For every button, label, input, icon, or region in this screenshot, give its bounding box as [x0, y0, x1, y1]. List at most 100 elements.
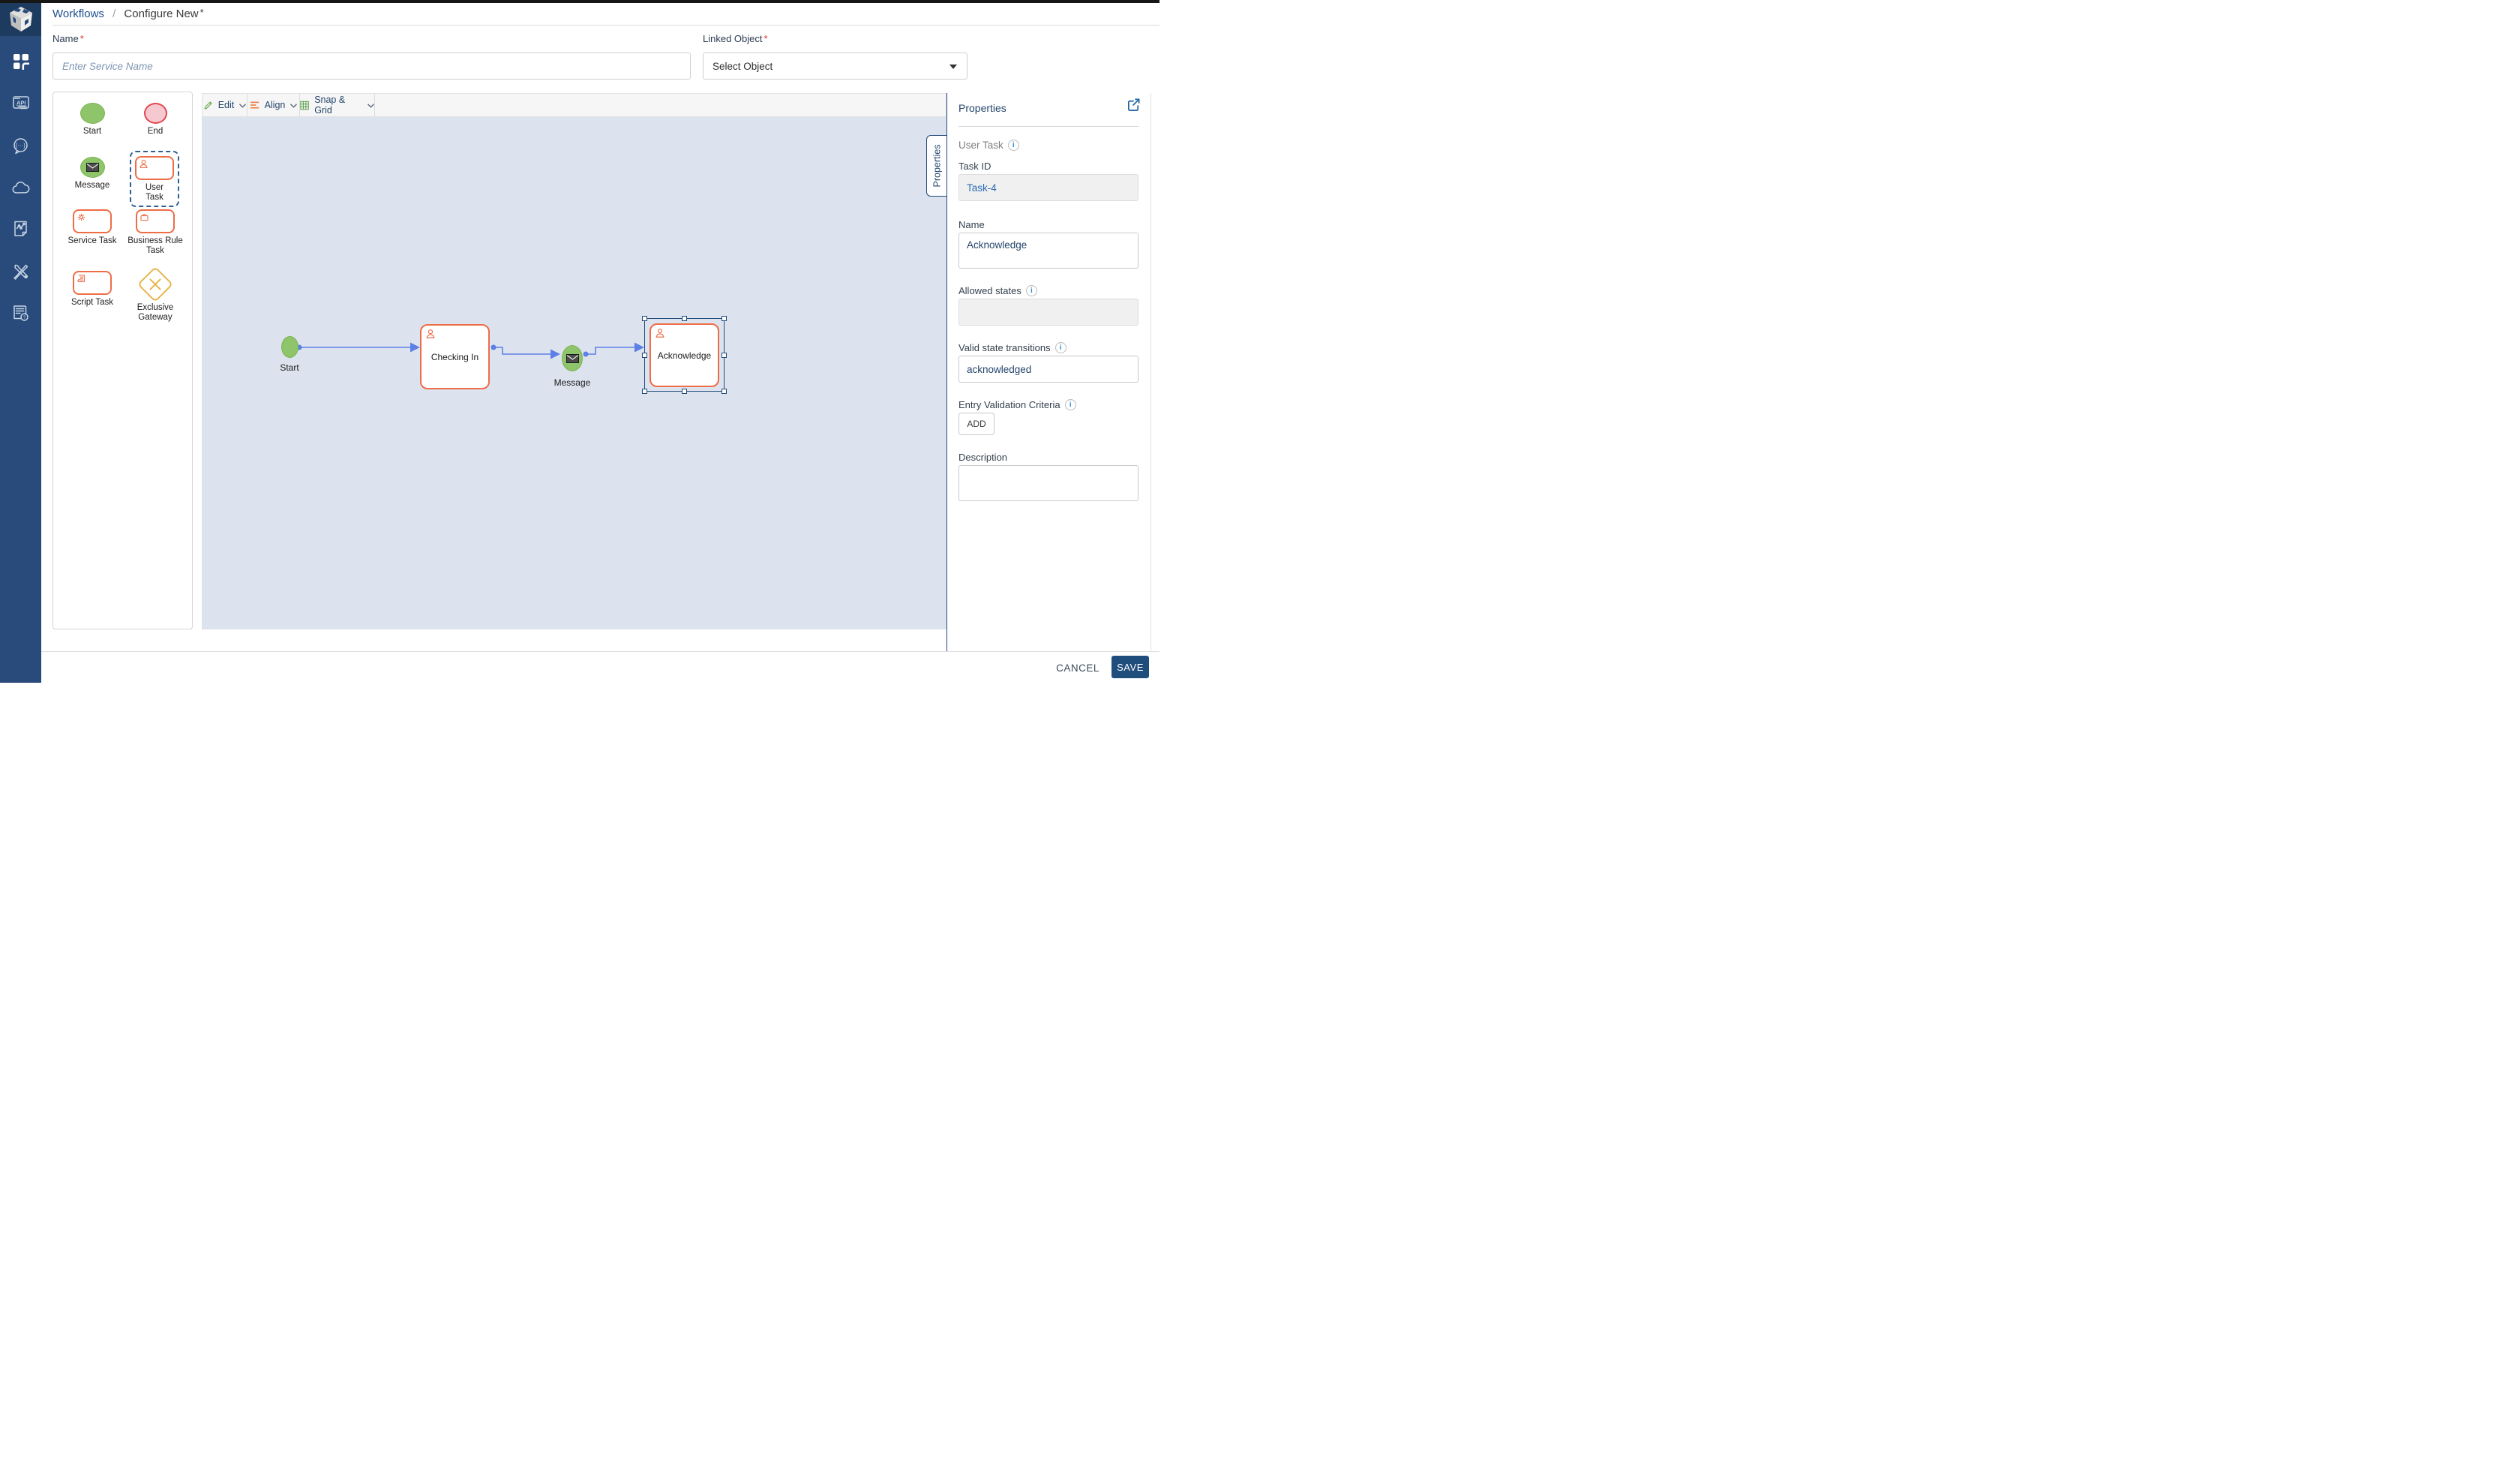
briefcase-icon	[140, 214, 148, 221]
cloud-icon	[12, 182, 29, 194]
header-divider	[52, 25, 1160, 26]
selection-handle[interactable]	[722, 316, 727, 321]
info-icon[interactable]: i	[1025, 285, 1037, 296]
selection-handle[interactable]	[722, 352, 727, 358]
snap-grid-menu-button[interactable]: Snap & Grid	[300, 94, 375, 116]
description-label: Description	[958, 452, 1008, 463]
api-icon: API	[12, 96, 29, 110]
node-checking-in[interactable]: Checking In	[420, 324, 490, 389]
chevron-down-icon	[290, 100, 298, 110]
open-in-new-window-icon[interactable]	[1126, 98, 1142, 113]
chevron-down-icon	[950, 65, 957, 69]
palette-item-business-rule-task[interactable]: Business Rule Task	[124, 209, 187, 256]
unsaved-changes-marker: *	[200, 7, 204, 18]
palette-item-label: Message	[74, 181, 110, 190]
palette-item-script-task[interactable]: Script Task	[61, 271, 124, 308]
task-name-input[interactable]	[958, 233, 1138, 269]
valid-transitions-input[interactable]	[958, 356, 1138, 383]
info-icon[interactable]: i	[1007, 140, 1019, 151]
allowed-states-label: Allowed states	[958, 285, 1022, 296]
node-start[interactable]	[281, 336, 298, 358]
node-label: Message	[554, 377, 591, 388]
person-icon	[140, 160, 148, 168]
palette-item-label: Service Task	[68, 236, 117, 245]
message-shape	[80, 157, 105, 178]
info-icon[interactable]: i	[1054, 342, 1066, 353]
sidebar-item-tools[interactable]	[0, 258, 41, 285]
palette-item-service-task[interactable]: Service Task	[61, 209, 124, 246]
task-id-label: Task ID	[958, 161, 992, 172]
person-icon	[656, 329, 664, 338]
chevron-down-icon	[239, 100, 247, 110]
selection-handle[interactable]	[642, 352, 647, 358]
node-acknowledge[interactable]: Acknowledge	[650, 323, 719, 387]
properties-panel-title: Properties	[958, 102, 1006, 114]
selection-handle[interactable]	[682, 316, 687, 321]
edit-menu-label: Edit	[218, 100, 235, 110]
envelope-icon	[86, 163, 99, 172]
valid-transitions-label: Valid state transitions	[958, 342, 1051, 353]
node-message[interactable]	[562, 345, 583, 371]
valid-transitions-row: Valid state transitions i	[958, 342, 1066, 353]
user-task-shape	[135, 156, 174, 180]
save-button[interactable]: SAVE	[1112, 656, 1149, 678]
properties-tab-label: Properties	[932, 144, 943, 188]
selection-handle[interactable]	[722, 389, 727, 394]
node-label: Acknowledge	[657, 350, 712, 361]
palette-item-label: Exclusive Gateway	[136, 303, 174, 322]
align-menu-label: Align	[264, 100, 286, 110]
selection-handle[interactable]	[642, 389, 647, 394]
palette-item-label: Start	[82, 127, 102, 136]
service-task-shape	[73, 209, 112, 233]
required-asterisk: *	[764, 33, 768, 44]
breadcrumb-current-page: Configure New	[124, 8, 199, 20]
breadcrumb-workflows-link[interactable]: Workflows	[52, 8, 104, 20]
palette-item-end[interactable]: End	[124, 103, 187, 137]
app-sidebar: API {···}	[0, 3, 41, 683]
align-menu-button[interactable]: Align	[248, 94, 300, 116]
sidebar-item-dashboard[interactable]	[0, 48, 41, 75]
selection-handle[interactable]	[642, 316, 647, 321]
panel-divider	[958, 126, 1138, 127]
sidebar-item-chat-code[interactable]: {···}	[0, 132, 41, 159]
svg-text:?: ?	[23, 315, 26, 320]
palette-item-exclusive-gateway[interactable]: Exclusive Gateway	[124, 266, 187, 323]
start-shape	[80, 103, 105, 124]
description-input[interactable]	[958, 465, 1138, 501]
sidebar-item-cloud[interactable]	[0, 174, 41, 201]
linked-object-select[interactable]: Select Object	[703, 53, 968, 80]
svg-text:API: API	[16, 100, 26, 107]
script-icon	[77, 275, 85, 282]
info-icon[interactable]: i	[1064, 399, 1076, 410]
gear-icon	[77, 213, 86, 221]
breadcrumb-bar: Workflows / Configure New*	[41, 3, 1160, 26]
properties-panel-tab[interactable]: Properties	[926, 135, 946, 197]
task-name-label: Name	[958, 219, 985, 230]
edit-menu-button[interactable]: Edit	[202, 94, 248, 116]
palette-item-user-task-selected[interactable]: User Task	[130, 151, 179, 207]
selection-handle[interactable]	[682, 389, 687, 394]
allowed-states-input	[958, 299, 1138, 326]
entry-validation-label: Entry Validation Criteria	[958, 399, 1060, 410]
name-field-label: Name*	[52, 33, 84, 44]
app-logo[interactable]	[0, 3, 41, 36]
dashboard-grid-icon	[13, 54, 29, 70]
add-validation-button[interactable]: ADD	[958, 413, 994, 435]
properties-panel: Properties User Task i Task ID Name Allo…	[946, 93, 1160, 651]
service-name-input[interactable]	[52, 53, 691, 80]
exclusive-gateway-shape	[136, 266, 174, 303]
sidebar-item-reports[interactable]	[0, 215, 41, 242]
breadcrumb-separator: /	[112, 8, 116, 20]
palette-item-start[interactable]: Start	[61, 103, 124, 137]
sidebar-item-faq[interactable]: ?	[0, 299, 41, 326]
breadcrumb: Workflows / Configure New*	[52, 7, 204, 20]
sidebar-item-api[interactable]: API	[0, 90, 41, 117]
selection-bounding-box	[642, 316, 727, 394]
canvas-toolbar: Edit Align Snap & Grid	[202, 93, 946, 117]
palette-item-message[interactable]: Message	[61, 157, 124, 191]
snap-grid-menu-label: Snap & Grid	[314, 95, 346, 116]
pencil-icon	[204, 101, 212, 110]
cancel-button[interactable]: CANCEL	[1056, 659, 1100, 677]
diagram-canvas[interactable]: Start Checking In Message Acknowledge	[202, 117, 946, 629]
required-asterisk: *	[80, 33, 84, 44]
